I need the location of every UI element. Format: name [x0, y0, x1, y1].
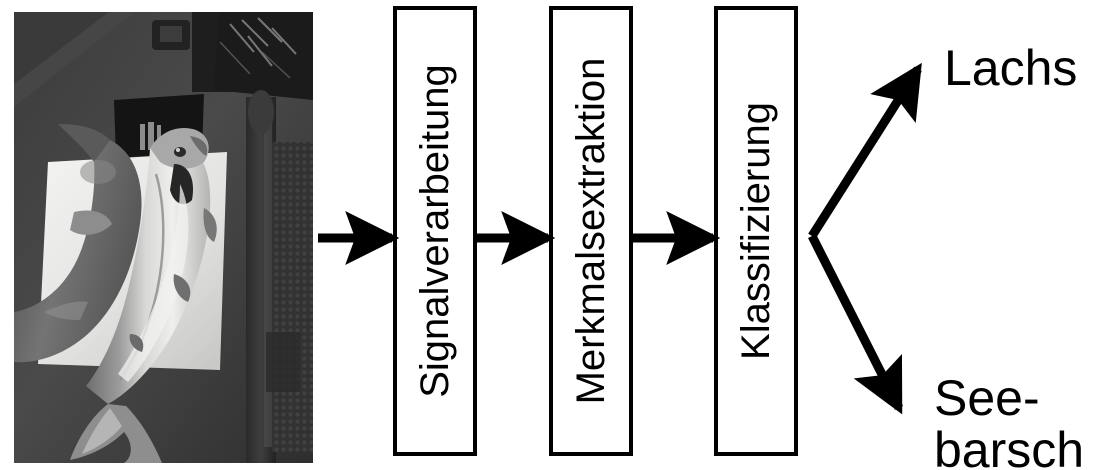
output-label-lachs-line1: Lachs: [944, 40, 1078, 96]
arrow-stage3-to-lachs: [808, 62, 922, 239]
arrow-stage3-to-seebarsch: [807, 233, 904, 415]
fish-photo-image: [14, 12, 313, 463]
stage-label-klassifizierung: Klassifizierung: [734, 102, 778, 360]
output-label-seebarsch-line2: barsch: [934, 422, 1085, 470]
output-label-seebarsch-line1: See-: [934, 370, 1040, 426]
stage-box-merkmalsextraktion[interactable]: Merkmalsextraktion: [549, 6, 633, 456]
stage-box-klassifizierung[interactable]: Klassifizierung: [714, 6, 798, 456]
fish-photo: [14, 12, 313, 463]
stage-box-signalverarbeitung[interactable]: Signalverarbeitung: [393, 6, 477, 456]
stage-label-merkmalsextraktion: Merkmalsextraktion: [569, 57, 613, 405]
output-label-lachs: Lachs: [944, 42, 1077, 94]
stage-label-signalverarbeitung: Signalverarbeitung: [413, 64, 457, 398]
output-label-seebarsch: See- barsch: [934, 372, 1084, 470]
